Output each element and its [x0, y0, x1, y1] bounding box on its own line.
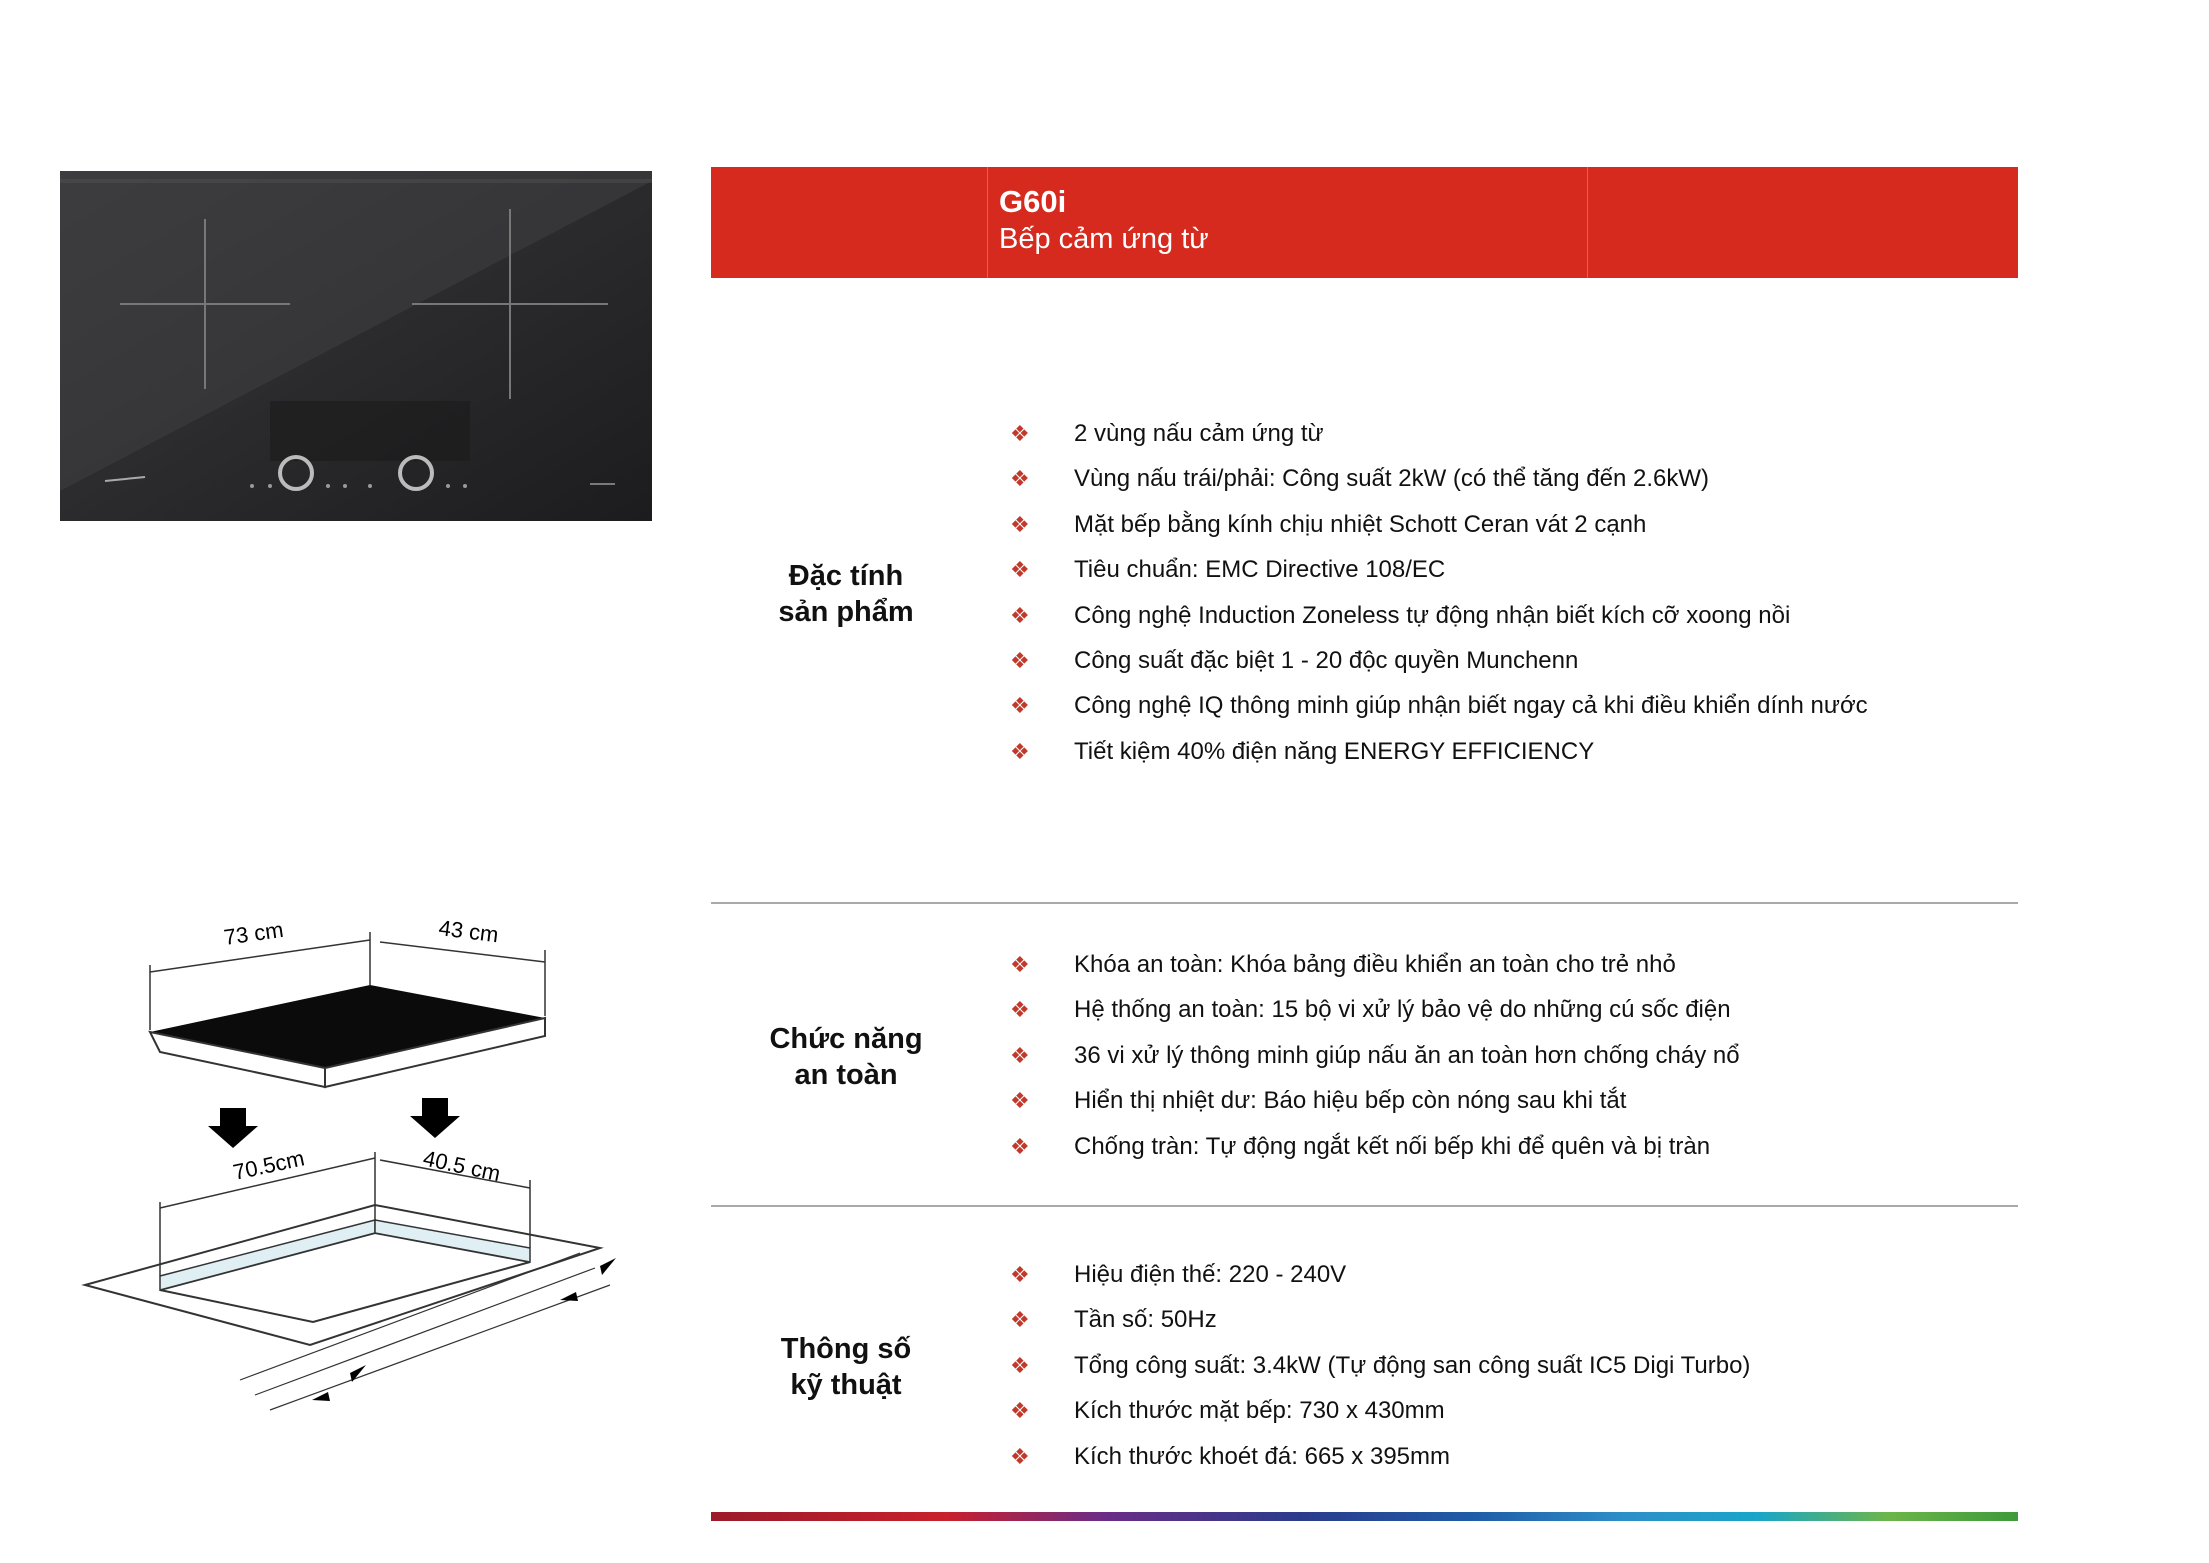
top-width-label: 73 cm	[222, 917, 285, 950]
arrow-down-icon	[208, 1108, 258, 1148]
cooktop-top-shape	[150, 985, 545, 1068]
diamond-bullet-icon: ❖	[1010, 1133, 1030, 1159]
diamond-bullet-icon: ❖	[1010, 557, 1030, 583]
diamond-bullet-icon: ❖	[1010, 738, 1030, 764]
list-item: ❖Hệ thống an toàn: 15 bộ vi xử lý bảo vệ…	[1010, 987, 1740, 1032]
list-item: ❖Mặt bếp bằng kính chịu nhiệt Schott Cer…	[1010, 502, 1868, 547]
list-item: ❖Chống tràn: Tự động ngắt kết nối bếp kh…	[1010, 1124, 1740, 1169]
diamond-bullet-icon: ❖	[1010, 997, 1030, 1023]
list-item: ❖Công suất đặc biệt 1 - 20 độc quyền Mun…	[1010, 638, 1868, 683]
cutout-width-label: 70.5cm	[231, 1145, 307, 1184]
section-label-specs: Thông số kỹ thuật	[780, 1333, 912, 1401]
top-depth-label: 43 cm	[437, 915, 500, 947]
section-divider	[711, 902, 2018, 904]
model-name: G60i	[999, 184, 1067, 219]
section-divider	[711, 1205, 2018, 1207]
section-label-features: Đặc tính sản phẩm	[778, 560, 914, 628]
list-item: ❖Công nghệ IQ thông minh giúp nhận biết …	[1010, 683, 1868, 728]
installation-drawing: 73 cm 43 cm 70.5cm 40.5 cm	[81, 915, 616, 1411]
cutout-depth-label: 40.5 cm	[421, 1145, 503, 1186]
specs-list: ❖Hiệu điện thế: 220 - 240V ❖Tần số: 50Hz…	[1010, 1252, 1750, 1479]
list-item: ❖Hiển thị nhiệt dư: Báo hiệu bếp còn nón…	[1010, 1078, 1740, 1123]
list-item: ❖Vùng nấu trái/phải: Công suất 2kW (có t…	[1010, 456, 1868, 501]
list-item: ❖36 vi xử lý thông minh giúp nấu ăn an t…	[1010, 1033, 1740, 1078]
header-band	[711, 167, 2018, 278]
list-item: ❖Tiết kiệm 40% điện năng ENERGY EFFICIEN…	[1010, 729, 1868, 774]
diamond-bullet-icon: ❖	[1010, 421, 1030, 446]
diamond-bullet-icon: ❖	[1010, 466, 1030, 492]
list-item: ❖Hiệu điện thế: 220 - 240V	[1010, 1252, 1750, 1297]
list-item: ❖Khóa an toàn: Khóa bảng điều khiển an t…	[1010, 942, 1740, 987]
diamond-bullet-icon: ❖	[1010, 1398, 1030, 1424]
footer-color-strip	[711, 1512, 2018, 1521]
list-item: ❖Tần số: 50Hz	[1010, 1297, 1750, 1342]
model-subtitle: Bếp cảm ứng từ	[999, 223, 1209, 255]
diamond-bullet-icon: ❖	[1010, 1088, 1030, 1114]
list-item: ❖Công nghệ Induction Zoneless tự động nh…	[1010, 593, 1868, 638]
diamond-bullet-icon: ❖	[1010, 1307, 1030, 1333]
arrow-down-icon	[410, 1098, 460, 1138]
diamond-bullet-icon: ❖	[1010, 1262, 1030, 1287]
section-label-safety: Chức năng an toàn	[769, 1023, 923, 1091]
product-photo	[60, 171, 652, 521]
diamond-bullet-icon: ❖	[1010, 1352, 1030, 1378]
diamond-bullet-icon: ❖	[1010, 511, 1030, 537]
list-item: ❖2 vùng nấu cảm ứng từ	[1010, 411, 1868, 456]
list-item: ❖Kích thước khoét đá: 665 x 395mm	[1010, 1434, 1750, 1479]
features-list: ❖2 vùng nấu cảm ứng từ ❖Vùng nấu trái/ph…	[1010, 411, 1868, 774]
diamond-bullet-icon: ❖	[1010, 602, 1030, 628]
diamond-bullet-icon: ❖	[1010, 693, 1030, 719]
diamond-bullet-icon: ❖	[1010, 1443, 1030, 1469]
list-item: ❖Tổng công suất: 3.4kW (Tự động san công…	[1010, 1343, 1750, 1388]
safety-list: ❖Khóa an toàn: Khóa bảng điều khiển an t…	[1010, 942, 1740, 1169]
diamond-bullet-icon: ❖	[1010, 647, 1030, 673]
list-item: ❖Kích thước mặt bếp: 730 x 430mm	[1010, 1388, 1750, 1433]
list-item: ❖Tiêu chuẩn: EMC Directive 108/EC	[1010, 547, 1868, 592]
diamond-bullet-icon: ❖	[1010, 952, 1030, 977]
diamond-bullet-icon: ❖	[1010, 1042, 1030, 1068]
cooktop-image	[60, 171, 652, 521]
